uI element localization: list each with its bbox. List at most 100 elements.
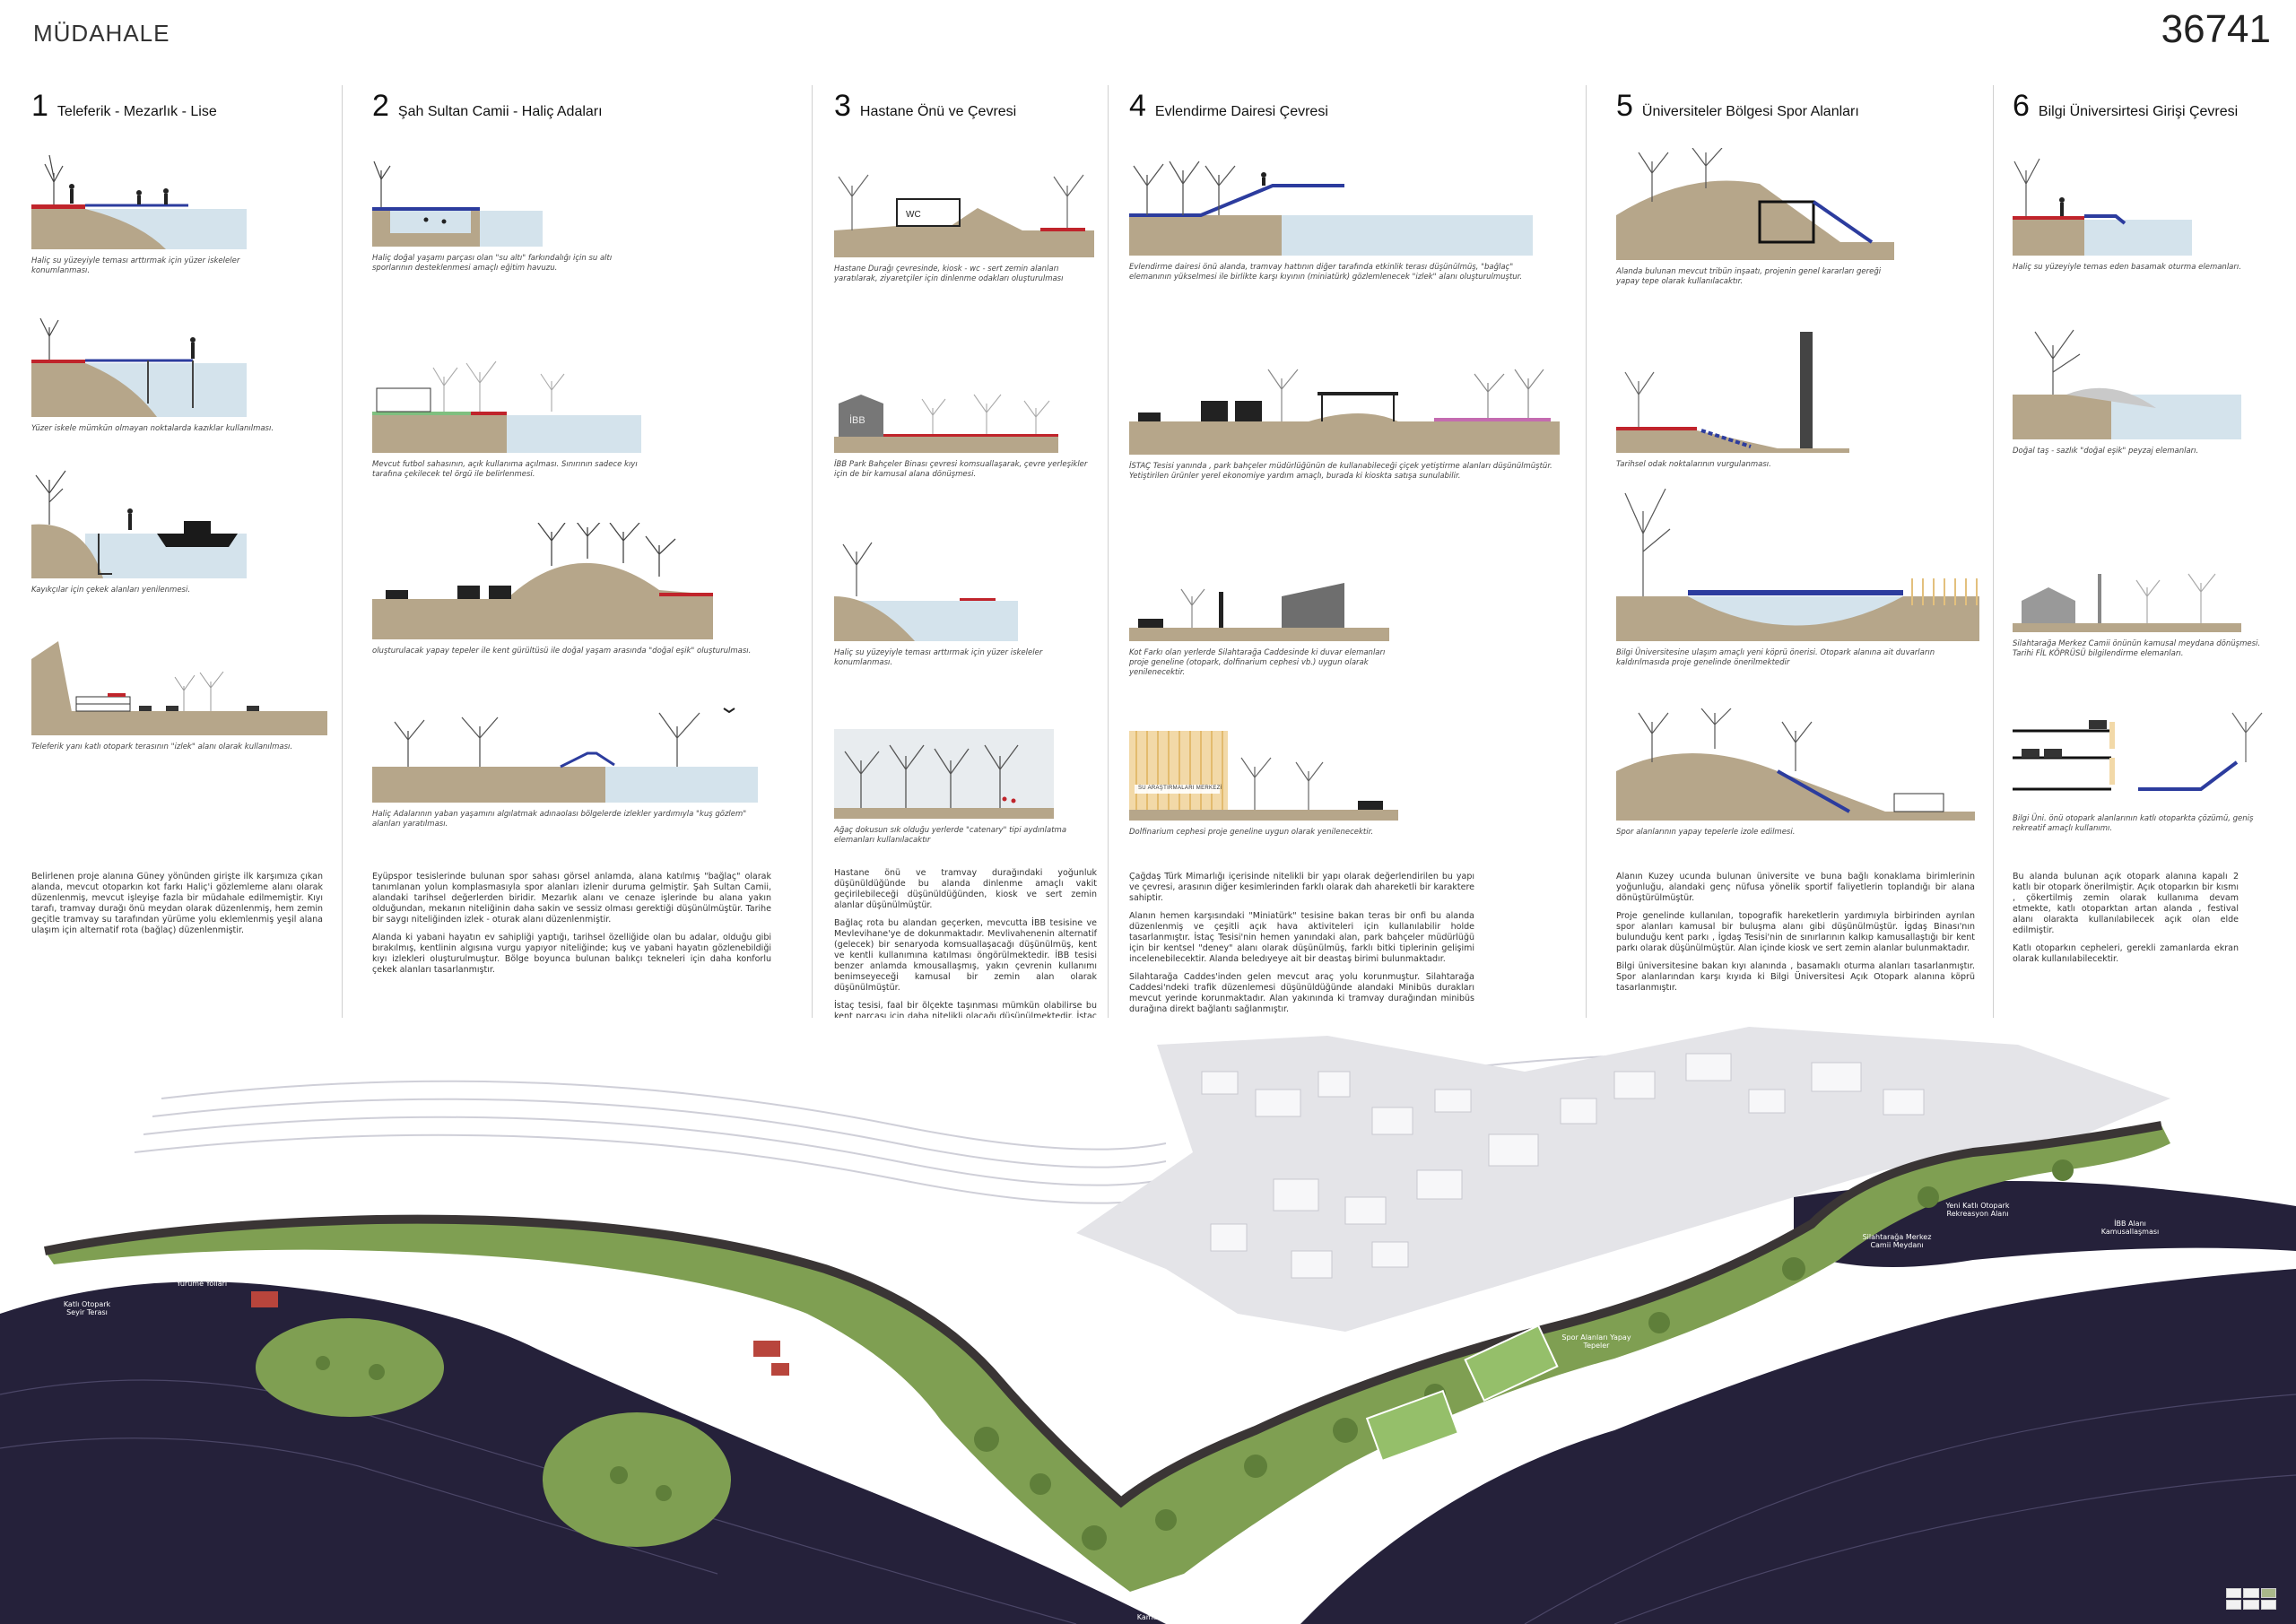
section-caption: Bilgi Üni. önü otopark alanlarının katlı… (2013, 814, 2254, 833)
description-paragraph: Alanda ki yabani hayatın ev sahipliği ya… (372, 933, 771, 975)
column-divider (342, 85, 343, 1018)
section-caption: oluşturulacak yapay tepeler ile kent gür… (372, 647, 752, 656)
section-4-4: SU ARAŞTIRMALARI MERKEZİ Dolfinarium cep… (1129, 731, 1416, 838)
section-drawing (1129, 161, 1533, 256)
section-caption: Hastane Durağı çevresinde, kiosk - wc - … (834, 265, 1064, 283)
column-title: Hastane Önü ve Çevresi (859, 104, 1017, 119)
section-drawing (834, 542, 1018, 641)
section-drawing (372, 360, 641, 453)
description-paragraph: Çağdaş Türk Mimarlığı içerisinde nitelik… (1129, 872, 1474, 903)
section-1-1: Haliç su yüzeyiyle teması arttırmak için… (31, 137, 300, 276)
column-number: 2 (372, 89, 389, 123)
section-caption: Alanda bulunan mevcut tribün inşaatı, pr… (1616, 267, 1882, 286)
section-drawing (1616, 488, 1979, 641)
page-title: MÜDAHALE (33, 20, 170, 47)
section-2-1: Haliç doğal yaşamı parçası olan "su altı… (372, 148, 641, 274)
plan-label: Karşı Kıyı "izlek Alanı Etkinlik Meydanı (1406, 1450, 1482, 1466)
section-drawing (2013, 573, 2241, 632)
section-caption: Spor alanlarının yapay tepelerle izole e… (1616, 828, 1796, 837)
ibb-sign: İBB (849, 414, 865, 426)
section-caption: Haliç su yüzeyiyle teması arttırmak için… (834, 648, 1043, 667)
section-5-4: Spor alanlarının yapay tepelerle izole e… (1616, 708, 1984, 838)
page-number: 36741 (2161, 7, 2271, 51)
description-paragraph: Bağlaç rota bu alandan geçerken, mevcutt… (834, 918, 1097, 993)
aerial-site-plan: Katlı Otopark Seyir Terası Yüzer İskele … (0, 1018, 2296, 1624)
description-paragraph: Alanın hemen karşısındaki "Miniatürk" te… (1129, 911, 1474, 964)
column-divider (1586, 85, 1587, 1018)
sheet-index-cell (2226, 1588, 2242, 1598)
section-caption: Teleferik yanı katlı otopark terasının "… (31, 743, 293, 751)
section-5-1: Alanda bulunan mevcut tribün inşaatı, pr… (1616, 148, 1903, 287)
section-3-4: Ağaç dokusun sık olduğu yerlerde "catena… (834, 729, 1094, 846)
section-caption: Haliç su yüzeyiyle teması arttırmak için… (31, 256, 240, 275)
section-caption: Dolfinarium cephesi proje geneline uygun… (1129, 828, 1374, 837)
column-description: Bu alanda bulunan açık otopark alanına k… (2013, 872, 2239, 972)
sheet-index-cell (2260, 1600, 2276, 1610)
section-drawing (31, 470, 247, 578)
section-2-4: Haliç Adalarının yaban yaşamını algılatm… (372, 704, 758, 829)
column-number: 6 (2013, 89, 2030, 123)
section-drawing (372, 523, 713, 639)
section-3-3: Haliç su yüzeyiyle teması arttırmak için… (834, 534, 1094, 668)
section-caption: Haliç doğal yaşamı parçası olan "su altı… (372, 254, 613, 273)
section-drawing (2013, 329, 2241, 439)
section-2-3: oluşturulacak yapay tepeler ile kent gür… (372, 523, 758, 656)
column-divider (1108, 85, 1109, 1018)
description-paragraph: Proje genelinde kullanılan, topografik h… (1616, 911, 1975, 953)
section-drawing (372, 161, 543, 247)
description-paragraph: Belirlenen proje alanına Güney yönünden … (31, 872, 323, 935)
section-caption: Yüzer iskele mümkün olmayan noktalarda k… (31, 424, 274, 433)
section-6-3: Silahtarağa Merkez Camii önünün kamusal … (2013, 551, 2273, 659)
section-drawing (2013, 158, 2192, 256)
sheet-index-icon (2226, 1588, 2276, 1610)
plan-label: Bitki Yetiştirme Alanı (1300, 1518, 1354, 1534)
plan-label: Spor Alanları Soyunma - Giyinme WC Yapıs… (1466, 1405, 1538, 1429)
dolfinarium-panel-label: SU ARAŞTIRMALARI MERKEZİ (1138, 786, 1222, 791)
section-drawing (31, 641, 327, 735)
section-drawing: İBB (834, 394, 1058, 453)
column-description: Belirlenen proje alanına Güney yönünden … (31, 872, 323, 943)
section-caption: Kot Farkı olan yerlerde Silahtarağa Cadd… (1129, 648, 1386, 677)
section-caption: Bilgi Üniversitesine ulaşım amaçlı yeni … (1616, 648, 1935, 667)
column-description: Alanın Kuzey ucunda bulunan üniversite v… (1616, 872, 1975, 1001)
section-caption: Doğal taş - sazlık "doğal eşik" peyzaj e… (2013, 447, 2199, 456)
plan-label: Yeni Katlı Otopark Rekreasyon Alanı (1945, 1202, 2010, 1218)
section-caption: Mevcut futbol sahasının, açık kullanıma … (372, 460, 638, 479)
plan-label: Toplu Dalış Eğitim Havuzu (596, 1282, 660, 1298)
plan-label: Yüzer İskele - Yürüme Yolları (176, 1272, 228, 1288)
section-6-2: Doğal taş - sazlık "doğal eşik" peyzaj e… (2013, 314, 2273, 456)
column-number: 3 (834, 89, 851, 123)
description-paragraph: Katlı otoparkın cepheleri, gerekli zaman… (2013, 943, 2239, 964)
description-paragraph: Bilgi üniversitesine bakan kıyı alanında… (1616, 961, 1975, 993)
section-drawing (834, 729, 1054, 819)
column-divider (1993, 85, 1994, 1018)
column-divider (812, 85, 813, 1018)
section-drawing: WC (834, 174, 1094, 257)
section-3-1: WC Hastane Durağı çevresinde, kiosk - wc… (834, 159, 1094, 284)
section-drawing (1129, 369, 1560, 455)
section-drawing (1616, 148, 1894, 260)
plan-label: Silahtarağa Merkez Camii Meydanı (1862, 1233, 1932, 1249)
section-drawing (1129, 731, 1398, 821)
section-drawing (31, 154, 247, 249)
wc-sign: WC (906, 210, 921, 220)
column-number: 4 (1129, 89, 1146, 123)
description-paragraph: Bu alanda bulunan açık otopark alanına k… (2013, 872, 2239, 935)
section-drawing (1129, 583, 1389, 641)
sheet-index-cell (2243, 1600, 2259, 1610)
section-4-2: İSTAÇ Tesisi yanında , park bahçeler müd… (1129, 352, 1569, 482)
plan-label: İBB Alanı Kamusallaşması (1136, 1605, 1196, 1621)
description-paragraph: Silahtarağa Caddes'inden gelen mevcut ar… (1129, 972, 1474, 1014)
description-paragraph: Hastane önü ve tramvay durağındaki yoğun… (834, 868, 1097, 910)
section-drawing (2013, 712, 2263, 791)
section-2-2: Mevcut futbol sahasının, açık kullanıma … (372, 345, 668, 480)
section-caption: Haliç Adalarının yaban yaşamını algılatm… (372, 810, 747, 829)
plan-label: İBB Alanı Kamusallaşması (2100, 1220, 2160, 1236)
section-drawing (1616, 332, 1849, 453)
column-title: Teleferik - Mezarlık - Lise (57, 104, 217, 119)
section-caption: İBB Park Bahçeler Binası çevresi komsual… (834, 460, 1088, 479)
